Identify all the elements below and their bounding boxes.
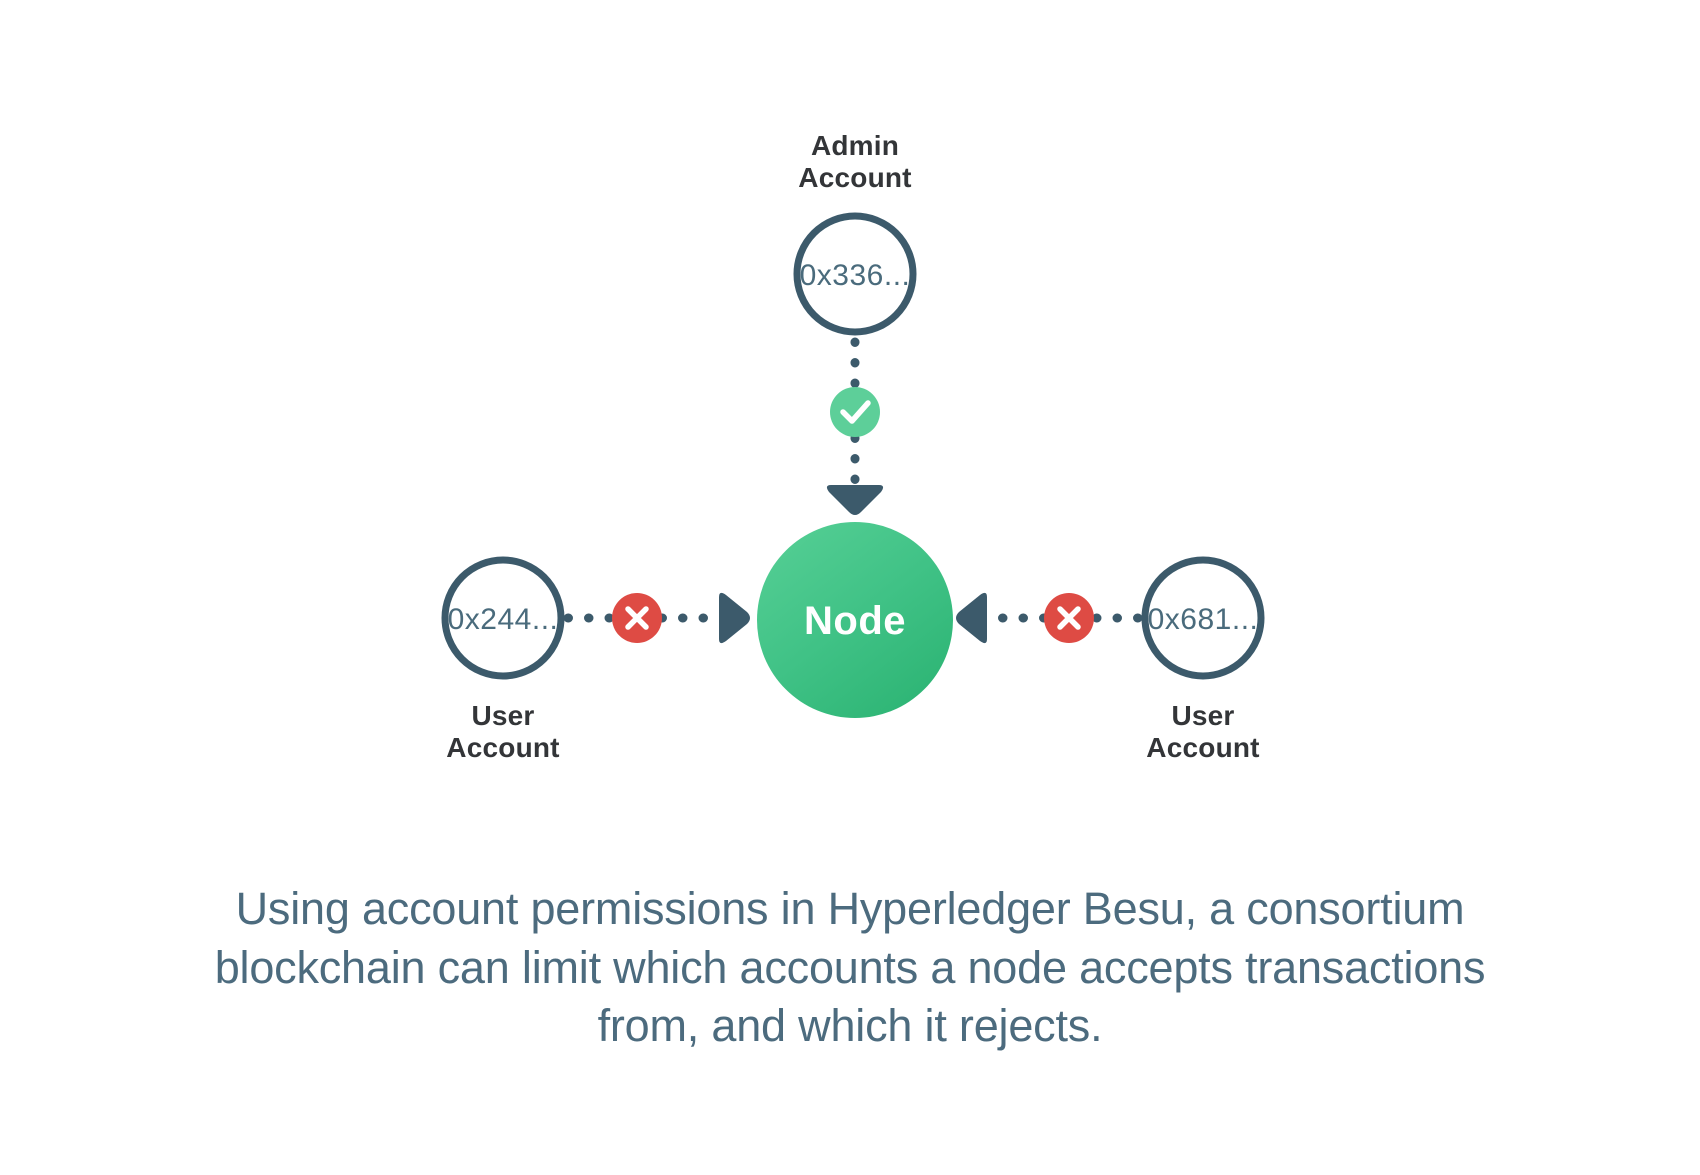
admin-account-label-line1: Admin: [811, 130, 899, 161]
arrowhead-right-icon: [719, 592, 750, 644]
admin-account-circle[interactable]: [793, 212, 917, 336]
user-left-account-group[interactable]: 0x244... User Account: [441, 556, 565, 763]
admin-account-address: 0x336...: [800, 259, 911, 292]
check-icon: [840, 400, 871, 424]
node-circle[interactable]: [757, 522, 953, 718]
user-left-account-address: 0x244...: [448, 603, 559, 636]
user-right-account-group[interactable]: 0x681... User Account: [1141, 556, 1265, 763]
user-left-to-node-connector: [563, 592, 750, 644]
node-label: Node: [804, 599, 906, 643]
x-icon: [625, 606, 649, 630]
admin-to-node-connector: [826, 337, 884, 515]
user-right-account-circle[interactable]: [1141, 556, 1265, 680]
check-badge-circle[interactable]: [830, 387, 880, 437]
user-left-account-circle[interactable]: [441, 556, 565, 680]
arrowhead-left-icon: [956, 592, 987, 644]
user-left-permission-badge[interactable]: [612, 593, 662, 643]
diagram-caption: Using account permissions in Hyperledger…: [214, 883, 1486, 1051]
admin-account-group[interactable]: Admin Account 0x336...: [793, 130, 917, 336]
user-right-account-label-line2: Account: [1146, 732, 1259, 763]
admin-permission-badge[interactable]: [830, 387, 880, 437]
arrowhead-down-icon: [826, 485, 884, 515]
user-right-permission-badge[interactable]: [1044, 593, 1094, 643]
user-right-account-label-line1: User: [1171, 700, 1234, 731]
admin-account-label-line2: Account: [798, 162, 911, 193]
user-left-account-label-line2: Account: [446, 732, 559, 763]
x-icon: [1057, 606, 1081, 630]
user-right-to-node-connector: [956, 592, 1143, 644]
user-left-account-label-line1: User: [471, 700, 534, 731]
node-group[interactable]: Node: [757, 522, 953, 718]
user-right-account-address: 0x681...: [1148, 603, 1259, 636]
